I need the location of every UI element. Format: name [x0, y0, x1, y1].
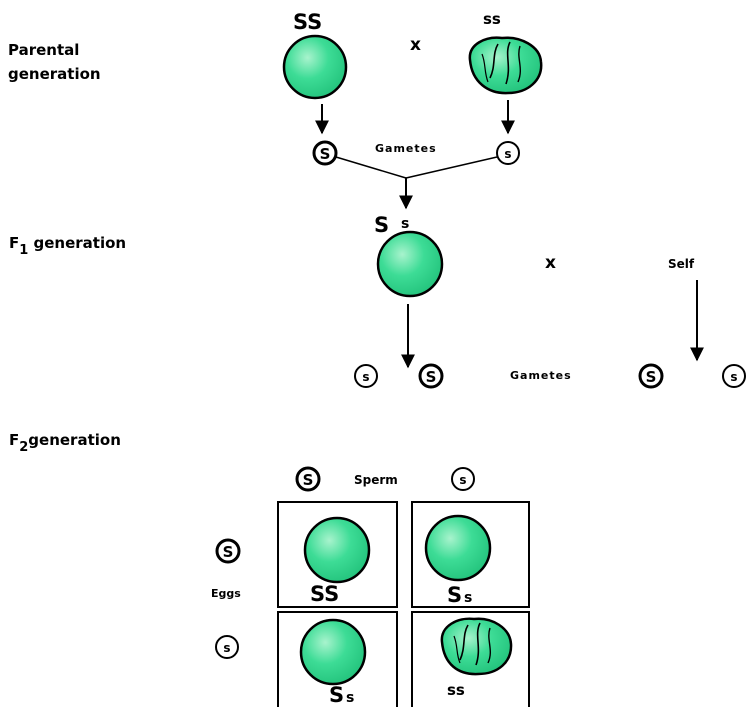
- f2-round-pea-SS-icon: [303, 516, 371, 584]
- punnett-cell-SS: [277, 501, 398, 608]
- sperm-recessive-icon: s: [451, 467, 475, 491]
- egg-recessive-icon: s: [215, 635, 239, 659]
- svg-text:S: S: [303, 471, 314, 489]
- svg-text:S: S: [320, 145, 331, 163]
- f1-genotype-big: S: [374, 213, 389, 237]
- svg-text:s: s: [459, 473, 466, 487]
- f1-gamete-dominant-left-icon: S: [418, 363, 444, 389]
- f1-gamete-recessive-right-icon: s: [722, 364, 746, 388]
- punnett-square: [277, 501, 530, 707]
- gamete-recessive-icon: s: [496, 141, 520, 165]
- svg-text:S: S: [223, 543, 234, 561]
- cross-symbol-parental: x: [410, 35, 421, 55]
- gametes-label-parental: Gametes: [375, 142, 437, 155]
- punnett-cell-ss: [411, 611, 530, 707]
- parent-wrinkled-pea-icon: [468, 36, 543, 95]
- cross-symbol-f1: x: [545, 253, 556, 273]
- f2-round-pea-Ss-top-icon: [424, 514, 492, 582]
- svg-text:S: S: [426, 368, 437, 386]
- f2-label-sub: 2: [19, 440, 28, 455]
- fusion-line-left: [335, 156, 407, 179]
- eggs-label: Eggs: [211, 587, 241, 600]
- f1-pea-icon: [376, 230, 444, 298]
- parent-round-genotype: SS: [293, 10, 322, 34]
- cell-Ss-bottom-genotype-small: s: [346, 690, 354, 706]
- parental-label-line1: Parental: [8, 41, 79, 59]
- f1-label: F1 generation: [9, 234, 126, 258]
- gametes-label-f1: Gametes: [510, 369, 572, 382]
- f1-genotype-small: s: [401, 216, 409, 232]
- svg-text:s: s: [730, 370, 737, 384]
- f1-label-prefix: F: [9, 234, 19, 252]
- f2-label-suffix: generation: [28, 431, 121, 449]
- f2-wrinkled-pea-ss-icon: [440, 617, 513, 676]
- svg-text:s: s: [504, 147, 511, 161]
- gamete-dominant-icon: S: [312, 140, 338, 166]
- cell-Ss-bottom-genotype-big: S: [329, 683, 344, 707]
- self-label: Self: [668, 257, 695, 271]
- cell-Ss-top-genotype-small: s: [464, 590, 472, 606]
- svg-text:s: s: [223, 641, 230, 655]
- svg-text:s: s: [362, 370, 369, 384]
- f1-gamete-dominant-right-icon: S: [638, 363, 664, 389]
- punnett-cell-Ss-bottom: [277, 611, 398, 707]
- f1-label-suffix: generation: [28, 234, 126, 252]
- sperm-label: Sperm: [354, 473, 398, 487]
- f2-round-pea-Ss-bottom-icon: [299, 618, 367, 686]
- fusion-line-right: [405, 156, 498, 179]
- parent-round-pea-icon: [282, 34, 348, 100]
- cell-Ss-top-genotype-big: S: [447, 583, 462, 607]
- parent-wrinkled-genotype: ss: [483, 10, 501, 28]
- egg-dominant-icon: S: [215, 538, 241, 564]
- cell-SS-genotype: SS: [310, 582, 339, 606]
- f1-gamete-recessive-left-icon: s: [354, 364, 378, 388]
- cell-ss-genotype: ss: [447, 681, 465, 699]
- punnett-cell-Ss-top: [411, 501, 530, 608]
- f2-label: F2generation: [9, 431, 121, 455]
- f2-label-prefix: F: [9, 431, 19, 449]
- parental-label-line2: generation: [8, 65, 101, 83]
- f1-label-sub: 1: [19, 243, 28, 258]
- svg-text:S: S: [646, 368, 657, 386]
- sperm-dominant-icon: S: [295, 466, 321, 492]
